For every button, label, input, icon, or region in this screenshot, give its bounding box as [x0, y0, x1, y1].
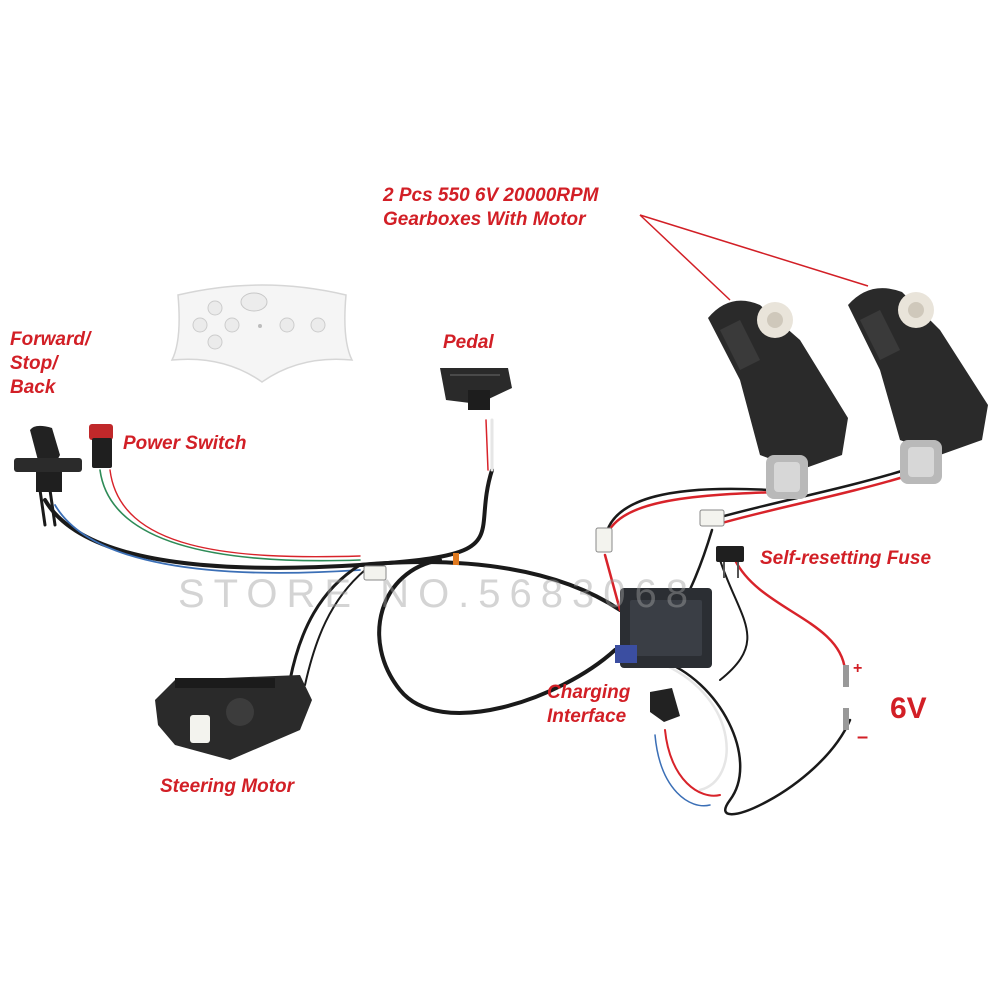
motor-connector-left [595, 527, 613, 553]
fuse-icon [716, 546, 744, 578]
minus-sign: – [857, 726, 869, 748]
fuse-label: Self-resetting Fuse [760, 548, 932, 569]
steering-motor-label: Steering Motor [160, 776, 295, 797]
leader-line-right [639, 214, 869, 287]
power-switch-label: Power Switch [123, 433, 247, 454]
harness-tag [453, 553, 459, 565]
gear-shifter-icon [14, 425, 82, 492]
charging-interface-label: Charging Interface [547, 681, 630, 729]
power-switch-icon [89, 424, 113, 468]
gearboxes-label-line-2: Gearboxes With Motor [383, 209, 586, 230]
motor-connector-right [699, 509, 725, 527]
plus-sign: + [853, 660, 863, 677]
charging-label-line-2: Interface [547, 706, 627, 727]
forward-label-line-1: Forward/ [10, 329, 91, 350]
battery-terminal-minus [843, 708, 849, 730]
leader-line-left [639, 214, 731, 301]
controller-box-icon [615, 588, 712, 668]
pedal-label: Pedal [443, 332, 494, 353]
gearbox-motor-icon-left [708, 300, 848, 499]
pedal-icon [440, 368, 512, 410]
steering-motor-icon [155, 675, 312, 760]
forward-label-line-2: Stop/ [10, 353, 58, 374]
battery-terminal-plus [843, 665, 849, 687]
charging-label-line-1: Charging [547, 682, 631, 703]
gearboxes-label-line-1: 2 Pcs 550 6V 20000RPM [383, 185, 599, 206]
charging-port-icon [650, 688, 680, 722]
harness-connector [363, 565, 387, 581]
gearboxes-label: 2 Pcs 550 6V 20000RPM Gearboxes With Mot… [383, 184, 599, 232]
forward-stop-back-label: Forward/ Stop/ Back [10, 328, 90, 400]
gearbox-motor-icon-right [848, 288, 988, 484]
voltage-label: 6V [890, 692, 927, 725]
forward-label-line-3: Back [10, 377, 56, 398]
remote-control-icon [170, 284, 354, 383]
